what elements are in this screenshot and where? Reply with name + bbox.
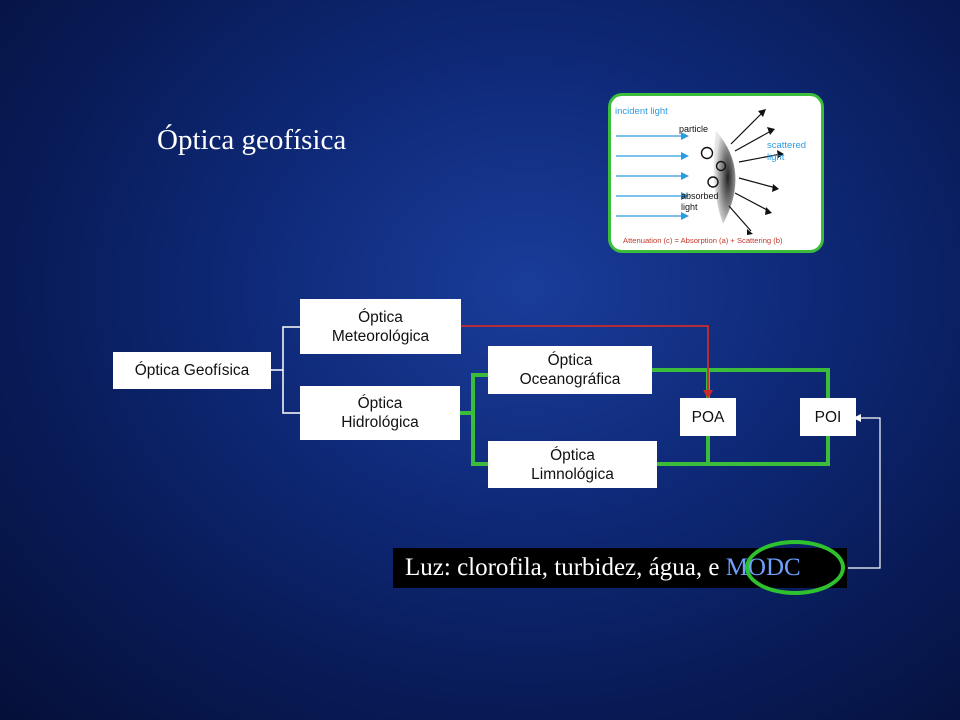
node-label: POA [691,408,725,426]
label-particle: particle [679,124,708,134]
slide-title: Óptica geofísica [157,124,347,156]
connector-meteo-poa-red [461,325,709,392]
scattering-figure: incident light particle scattered light … [608,93,824,253]
node-poi: POI [800,398,856,436]
connector-hidro-limno [471,413,488,466]
node-optica-hidrologica: Óptica Hidrológica [300,386,460,440]
particle-shape [713,131,736,224]
figure-caption: Attenuation (c) = Absorption (a) + Scatt… [623,236,783,245]
label-absorbed-1: absorbed [681,191,719,201]
highlight-circle [745,540,845,595]
node-poa: POA [680,398,736,436]
node-label-line2: Hidrológica [341,414,419,431]
label-incident-light: incident light [615,106,668,117]
connector-hidro-ocean [460,373,488,415]
node-label-line1: Óptica [547,352,593,369]
node-optica-geofisica: Óptica Geofísica [113,352,271,389]
node-label: POI [814,408,842,426]
bottom-statement-text: Luz: clorofila, turbidez, água, e [405,554,726,581]
node-optica-limnologica: Óptica Limnológica [488,441,657,488]
node-label-line1: Óptica [550,446,595,464]
connector-poi-bottom [848,417,881,569]
label-absorbed-2: light [681,202,698,212]
node-label-line1: Óptica [357,395,403,412]
label-scattered-1: scattered [767,140,806,151]
node-label-line2: Meteorológica [331,327,430,345]
node-label-line1: Óptica [358,308,403,326]
node-optica-meteorologica: Óptica Meteorológica [300,299,461,354]
node-label-line2: Limnológica [531,465,614,483]
scattered-arrows [728,113,782,232]
connector-ocean-poi [652,368,830,398]
connector-limno-poi [657,436,830,466]
node-optica-oceanografica: Óptica Oceanográfica [488,346,652,394]
arrowhead-white [853,414,861,422]
incident-arrows [616,132,689,220]
particle-circle-3 [707,176,719,188]
label-scattered-2: light [767,152,785,163]
scattered-arrowheads [747,109,784,235]
node-label-line2: Oceanográfica [519,371,621,388]
particle-circle-1 [700,146,714,160]
node-label: Óptica Geofísica [134,362,250,379]
connector-root-meteo [271,326,300,371]
arrowhead-red [703,390,713,399]
connector-root-hidro [282,370,300,414]
particle-circle-2 [715,160,727,172]
